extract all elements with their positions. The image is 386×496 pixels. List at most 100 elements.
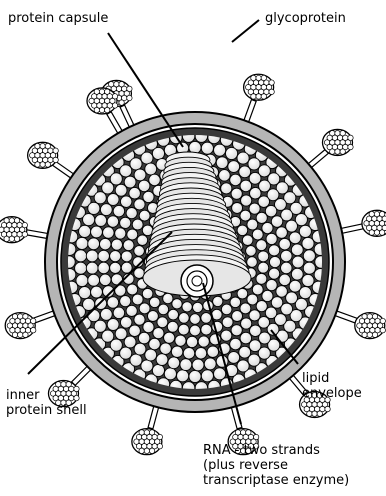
capsule-sphere: [232, 202, 243, 213]
label-rna: RNA - two strands (plus reverse transcri…: [203, 443, 349, 488]
capsule-sphere: [134, 169, 146, 181]
glycoprotein-spike: [339, 210, 386, 236]
capsule-sphere: [91, 226, 103, 238]
capsule-sphere: [189, 370, 201, 382]
capsule-sphere: [94, 192, 106, 204]
capsule-sphere: [256, 301, 267, 312]
capsule-sphere: [250, 325, 262, 337]
capsule-sphere: [156, 354, 168, 366]
capsule-sphere: [132, 294, 143, 305]
capsule-sphere: [107, 194, 119, 206]
capsule-sphere: [83, 214, 95, 226]
capsule-sphere: [76, 237, 88, 249]
capsule-sphere: [138, 180, 150, 192]
capsule-sphere: [120, 165, 132, 177]
capsule-sphere: [86, 250, 98, 262]
capsule-sphere: [138, 332, 150, 344]
capsule-sphere: [192, 302, 202, 312]
capsule-sphere: [88, 310, 100, 322]
capsule-sphere: [228, 352, 240, 364]
capsule-sphere: [75, 262, 87, 274]
glycoprotein-knob: [5, 313, 36, 339]
capsule-sphere: [141, 152, 153, 164]
capsule-sphere: [279, 238, 291, 250]
capsule-sphere: [237, 152, 249, 164]
capsule-sphere: [115, 184, 127, 196]
capsule-sphere: [232, 311, 243, 322]
glycoprotein-knob: [244, 74, 275, 100]
capsule-sphere: [231, 188, 242, 199]
capsule-sphere: [167, 321, 178, 332]
capsule-sphere: [158, 304, 169, 315]
capsule-sphere: [302, 274, 314, 286]
capsule-sphere: [201, 313, 212, 324]
capsule-sphere: [266, 279, 277, 290]
capsule-sphere: [252, 284, 263, 295]
capsule-sphere: [201, 370, 213, 382]
capsule-sphere: [130, 158, 142, 170]
capsule-sphere: [221, 304, 232, 315]
capsule-sphere: [149, 338, 161, 350]
capsule-sphere: [143, 321, 154, 332]
capsule-sphere: [129, 187, 141, 199]
capsule-sphere: [239, 166, 251, 178]
capsule-sphere: [129, 325, 141, 337]
capsule-sphere: [98, 250, 110, 262]
capsule-sphere: [237, 225, 248, 236]
capsule-sphere: [120, 196, 132, 208]
capsule-sphere: [276, 286, 288, 298]
capsule-sphere: [249, 203, 260, 214]
capsule-sphere: [120, 296, 131, 307]
glycoprotein-stalk: [25, 230, 50, 239]
capsule-sphere: [291, 268, 303, 280]
capsule-sphere: [256, 212, 267, 223]
capsule-sphere: [292, 256, 304, 268]
capsule-sphere: [75, 250, 87, 262]
glycoprotein-spike: [307, 129, 353, 168]
capsule-sphere: [195, 348, 207, 360]
capsule-sphere: [100, 204, 112, 216]
labels: protein capsule glycoprotein: [8, 11, 346, 26]
capsule-sphere: [262, 290, 273, 301]
capsule-sphere: [182, 302, 192, 312]
capsule-sphere: [258, 251, 269, 262]
capsule-sphere: [214, 144, 226, 156]
capsule-sphere: [145, 349, 157, 361]
capsule-sphere: [115, 228, 126, 239]
capsule-sphere: [107, 319, 119, 331]
capsule-sphere: [160, 343, 172, 355]
glycoprotein-spike: [132, 404, 163, 454]
capsule-sphere: [83, 298, 95, 310]
glycoprotein-knob: [28, 142, 59, 168]
capsule-sphere: [145, 163, 157, 175]
capsule-sphere: [127, 284, 138, 295]
capsule-sphere: [153, 328, 164, 339]
capsule-sphere: [246, 246, 257, 257]
capsule-sphere: [179, 313, 190, 324]
capsule-sphere: [113, 307, 125, 319]
capsule-sphere: [134, 199, 145, 210]
capsule-sphere: [142, 225, 153, 236]
capsule-sphere: [241, 195, 252, 206]
capsule-sphere: [286, 292, 298, 304]
capsule-sphere: [149, 174, 161, 186]
capsule-sphere: [152, 147, 164, 159]
capsule-sphere: [86, 262, 98, 274]
capsule-sphere: [299, 225, 311, 237]
capsule-sphere: [266, 233, 277, 244]
capsule-sphere: [201, 324, 212, 335]
capsule-sphere: [250, 187, 262, 199]
capsule-sphere: [113, 205, 125, 217]
capsule-sphere: [269, 256, 280, 267]
capsule-sphere: [94, 320, 106, 332]
capsule-sphere: [79, 225, 91, 237]
capsule-sphere: [201, 142, 213, 154]
capsule-sphere: [276, 227, 288, 239]
capsule-sphere: [157, 317, 168, 328]
capsule-sphere: [123, 240, 134, 251]
capsule-sphere: [281, 262, 293, 274]
capsule-sphere: [100, 238, 112, 250]
capsule-sphere: [137, 235, 148, 246]
capsule-sphere: [142, 288, 153, 299]
